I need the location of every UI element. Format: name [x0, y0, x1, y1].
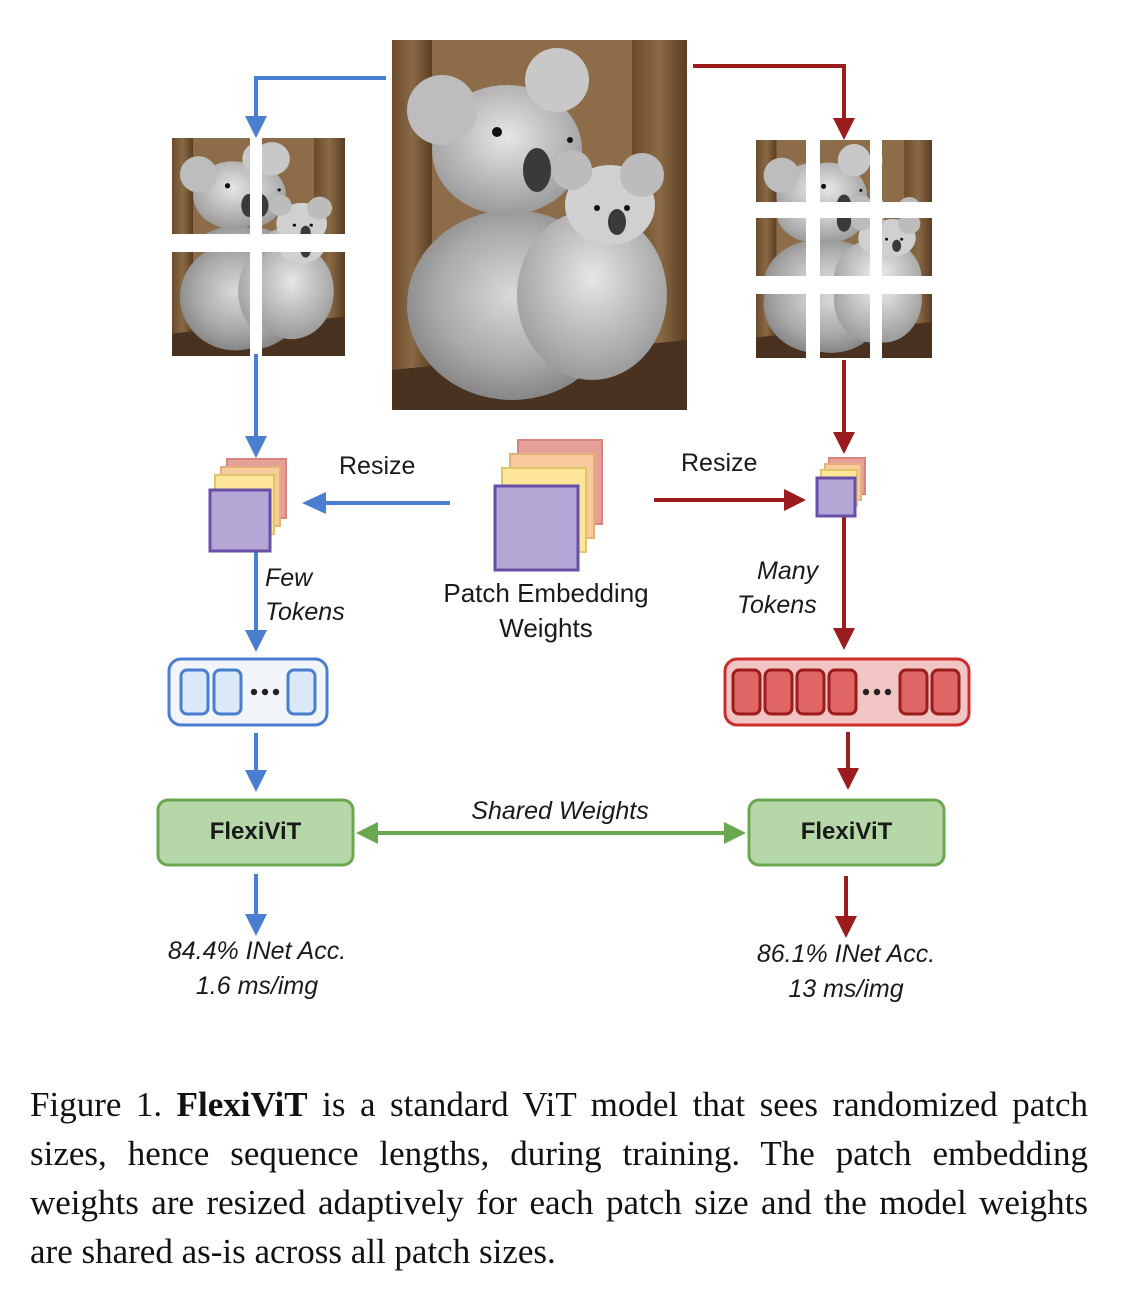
- figure-diagram: [156, 40, 971, 938]
- tokens-label-right: Tokens: [737, 591, 817, 619]
- figure: FlexiViT FlexiViT Resize Resize Few Toke…: [156, 40, 971, 1003]
- left-arrowheads: [245, 116, 326, 936]
- right-arrowheads: [784, 118, 859, 938]
- right-acc-label: 86.1% INet Acc.: [756, 940, 936, 968]
- few-label: Few: [265, 564, 313, 592]
- caption-text: is a standard ViT model that sees random…: [30, 1085, 1088, 1271]
- right-weights-stack: [815, 457, 866, 518]
- left-patch-grid: [172, 138, 345, 356]
- left-resize-label: Resize: [339, 452, 416, 480]
- shared-weights-arrow: [356, 822, 746, 844]
- tokens-label-left: Tokens: [265, 598, 345, 626]
- right-speed-label: 13 ms/img: [788, 975, 904, 1003]
- figure-caption: Figure 1. FlexiViT is a standard ViT mod…: [30, 1080, 1088, 1276]
- right-token-sequence: [723, 657, 971, 727]
- token: [179, 668, 210, 716]
- koala-photo: [392, 40, 687, 410]
- left-token-sequence: [167, 657, 329, 727]
- right-resize-label: Resize: [681, 449, 758, 477]
- caption-prefix: Figure 1.: [30, 1085, 177, 1124]
- right-model-label: FlexiViT: [800, 818, 893, 845]
- left-acc-label: 84.4% INet Acc.: [167, 937, 347, 965]
- center-weights-stack: [493, 439, 603, 572]
- right-arrows: [654, 64, 850, 920]
- shared-weights-label: Shared Weights: [471, 797, 649, 825]
- token: [731, 668, 762, 716]
- right-model-box: [747, 798, 946, 867]
- left-model-box: [156, 798, 355, 867]
- token: [827, 668, 858, 716]
- left-speed-label: 1.6 ms/img: [195, 972, 319, 1000]
- token: [795, 668, 826, 716]
- weights-label-line2: Weights: [499, 613, 593, 643]
- right-patch-grid: [756, 140, 932, 358]
- left-arrows: [254, 76, 450, 918]
- caption-bold: FlexiViT: [176, 1085, 308, 1124]
- left-model-label: FlexiViT: [209, 818, 302, 845]
- token: [763, 668, 794, 716]
- many-label: Many: [757, 557, 819, 585]
- token: [930, 668, 961, 716]
- token: [286, 668, 317, 716]
- token: [898, 668, 929, 716]
- left-weights-stack: [208, 458, 287, 553]
- weights-label-line1: Patch Embedding: [443, 578, 649, 608]
- token: [212, 668, 243, 716]
